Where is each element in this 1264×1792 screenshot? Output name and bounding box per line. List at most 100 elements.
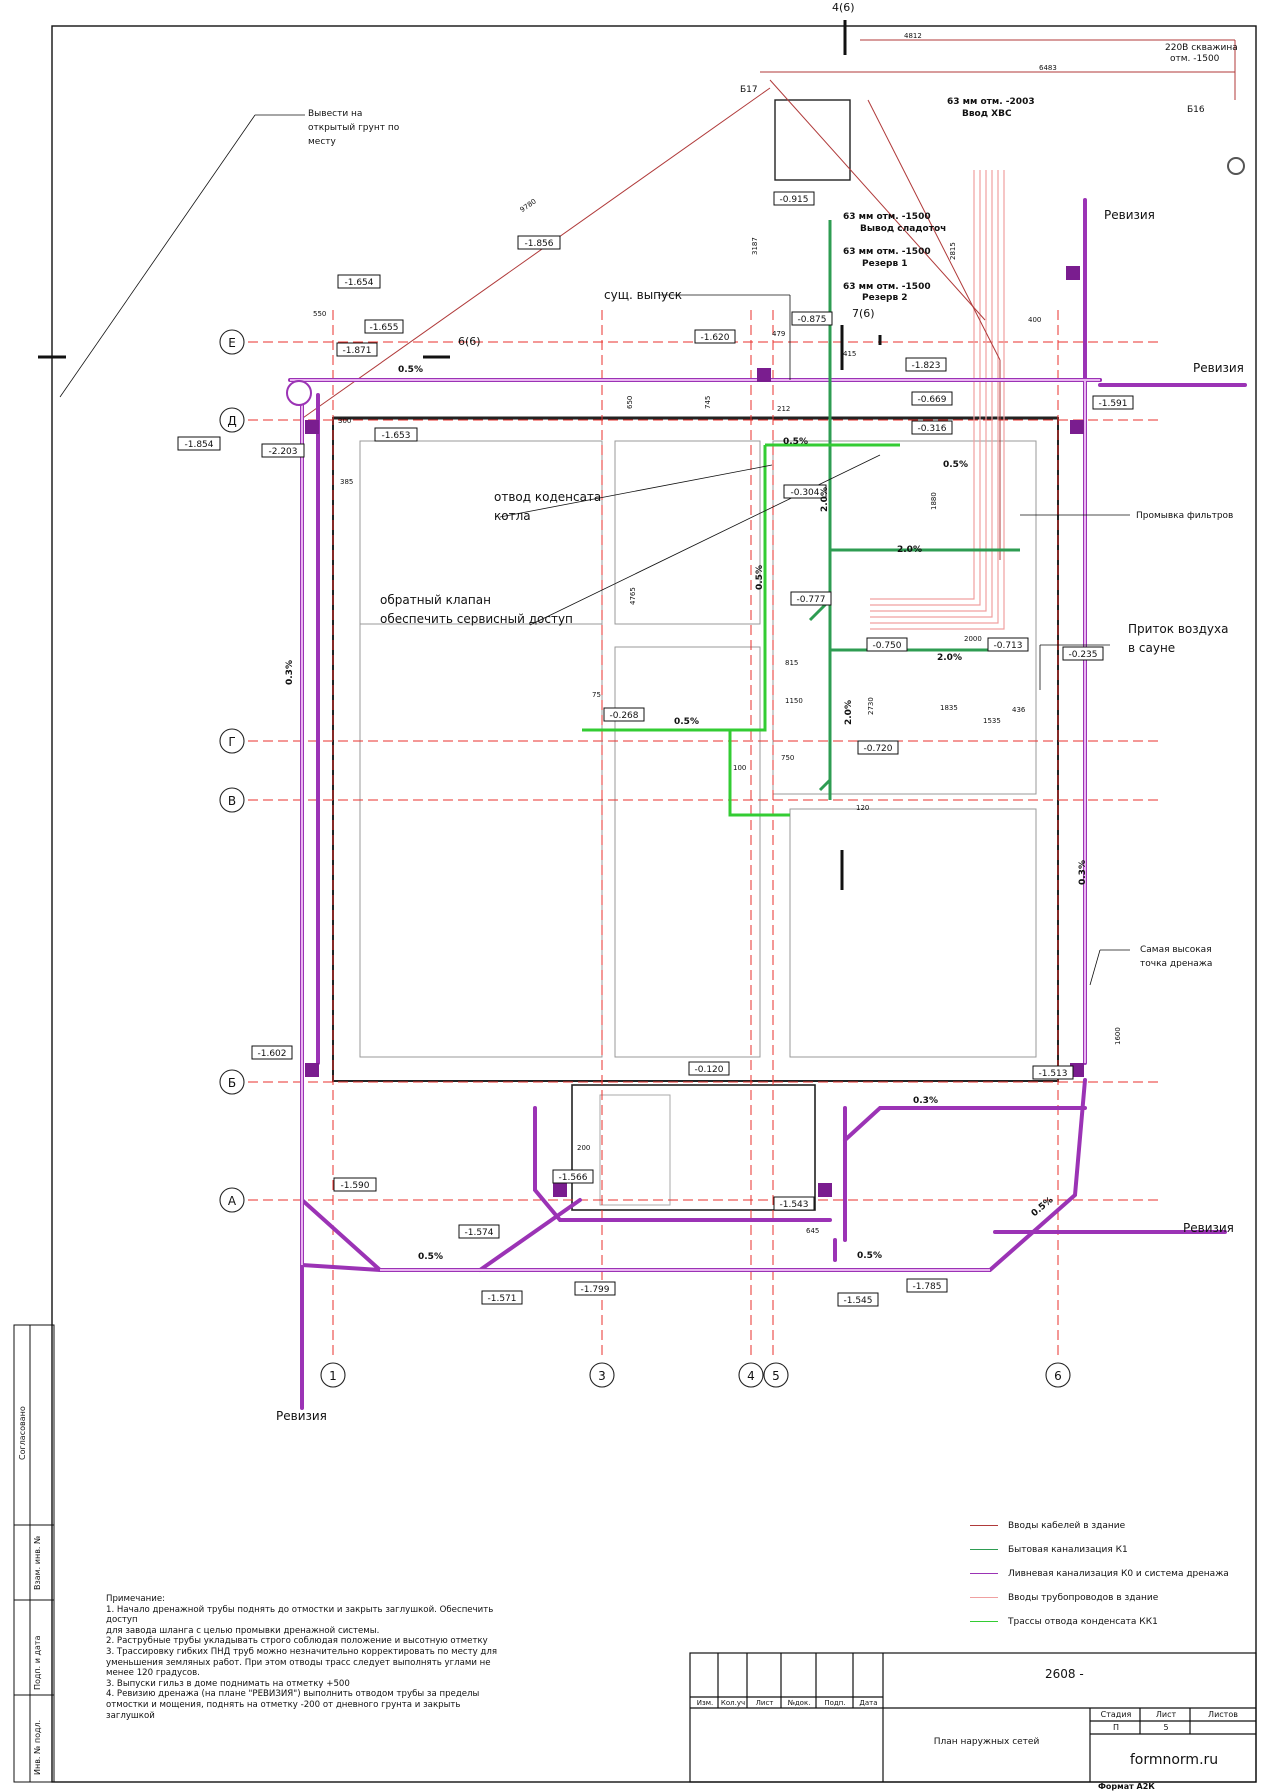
storm-drainage-k0-light — [290, 379, 1100, 1271]
svg-text:0.5%: 0.5% — [943, 460, 968, 470]
note-line: доступ — [106, 1615, 138, 1626]
note-line: менее 120 градусов. — [106, 1668, 200, 1679]
condensate-kk1 — [582, 443, 900, 817]
svg-text:75: 75 — [592, 691, 601, 699]
legend-label: Вводы кабелей в здание — [1008, 1521, 1126, 1531]
stage-header: Стадия — [1100, 1710, 1132, 1719]
svg-text:-1.545: -1.545 — [843, 1296, 872, 1306]
legend-swatch — [970, 1597, 998, 1598]
note-line: 1. Начало дренажной трубы поднять до отм… — [106, 1604, 494, 1615]
svg-text:-1.655: -1.655 — [369, 323, 398, 333]
svg-text:Ревизия: Ревизия — [1104, 208, 1155, 222]
svg-text:650: 650 — [626, 396, 634, 409]
section-marker-top: 4(6) — [832, 1, 855, 14]
svg-text:0.5%: 0.5% — [398, 365, 423, 375]
svg-text:Резерв 1: Резерв 1 — [862, 259, 908, 269]
svg-text:-1.854: -1.854 — [184, 440, 213, 450]
svg-text:1880: 1880 — [930, 492, 938, 510]
svg-text:-0.120: -0.120 — [694, 1065, 723, 1075]
svg-text:0.5%: 0.5% — [418, 1252, 443, 1262]
legend-item-pipes: Вводы трубопроводов в здание — [970, 1593, 1200, 1605]
svg-text:436: 436 — [1012, 706, 1026, 714]
project-code: 2608 - — [1045, 1667, 1084, 1681]
svg-text:0.3%: 0.3% — [913, 1096, 938, 1106]
note-line: Примечание: — [106, 1594, 166, 1604]
svg-text:550: 550 — [313, 310, 326, 318]
svg-text:1835: 1835 — [940, 704, 958, 712]
legend-item-cables: Вводы кабелей в здание — [970, 1521, 1200, 1533]
svg-text:Согласовано: Согласовано — [18, 1406, 27, 1460]
leader-lines — [59, 114, 1130, 986]
svg-text:0.3%: 0.3% — [1078, 860, 1088, 885]
note-line: уменьшения земляных работ. При этом отво… — [106, 1657, 491, 1668]
note-line: 3. Трассировку гибких ПНД труб можно нез… — [106, 1646, 498, 1657]
svg-text:отвод коденсата: отвод коденсата — [494, 490, 601, 504]
svg-text:5: 5 — [772, 1369, 780, 1383]
svg-text:750: 750 — [781, 754, 794, 762]
svg-text:-1.574: -1.574 — [464, 1228, 493, 1238]
svg-text:-1.856: -1.856 — [524, 239, 553, 249]
svg-text:745: 745 — [704, 396, 712, 409]
svg-text:1535: 1535 — [983, 717, 1001, 725]
svg-text:А: А — [228, 1194, 237, 1208]
svg-text:Вывести на: Вывести на — [308, 109, 362, 119]
col-change: Изм. — [696, 1699, 714, 1707]
legend-item-kk1: Трассы отвода конденсата КК1 — [970, 1617, 1200, 1629]
well-icon — [1227, 157, 1245, 175]
svg-text:400: 400 — [1028, 316, 1041, 324]
svg-text:1: 1 — [329, 1369, 337, 1383]
svg-text:0.5%: 0.5% — [783, 437, 808, 447]
svg-text:месту: месту — [308, 137, 337, 147]
svg-text:-0.777: -0.777 — [796, 595, 825, 605]
pipe-inlets-building — [870, 170, 1005, 630]
svg-text:120: 120 — [856, 804, 869, 812]
svg-text:200: 200 — [577, 1144, 590, 1152]
legend-label: Трассы отвода конденсата КК1 — [1008, 1617, 1158, 1627]
svg-text:0.5%: 0.5% — [857, 1251, 882, 1261]
annotations: Вывести на открытый грунт по месту 220В … — [276, 43, 1244, 1423]
svg-text:-2.203: -2.203 — [268, 447, 297, 457]
svg-text:Вывод сладоточ: Вывод сладоточ — [860, 224, 946, 234]
svg-text:Б17: Б17 — [740, 85, 758, 95]
svg-text:2000: 2000 — [964, 635, 982, 643]
svg-text:Д: Д — [227, 414, 236, 428]
svg-text:-1.620: -1.620 — [700, 333, 729, 343]
cable-inlets — [299, 39, 1236, 560]
svg-text:3: 3 — [598, 1369, 606, 1383]
svg-text:6483: 6483 — [1039, 64, 1057, 72]
svg-text:300: 300 — [338, 417, 351, 425]
svg-text:63 мм отм. -1500: 63 мм отм. -1500 — [843, 282, 931, 292]
axis-row-markers: Е Д Г В Б А — [219, 329, 245, 1213]
svg-text:415: 415 — [843, 350, 856, 358]
sheets-header: Листов — [1208, 1710, 1238, 1719]
svg-text:сущ. выпуск: сущ. выпуск — [604, 288, 682, 302]
svg-text:открытый грунт по: открытый грунт по — [308, 123, 400, 133]
svg-text:-1.823: -1.823 — [911, 361, 940, 371]
svg-text:1600: 1600 — [1114, 1027, 1122, 1045]
svg-text:Подп. и дата: Подп. и дата — [33, 1635, 42, 1690]
svg-text:4: 4 — [747, 1369, 755, 1383]
svg-text:Б: Б — [228, 1076, 236, 1090]
legend-swatch — [970, 1621, 998, 1622]
legend-swatch — [970, 1573, 998, 1574]
svg-text:В: В — [228, 794, 236, 808]
svg-text:-1.571: -1.571 — [487, 1294, 516, 1304]
svg-text:815: 815 — [785, 659, 798, 667]
note-line: 4. Ревизию дренажа (на плане "РЕВИЗИЯ") … — [106, 1689, 480, 1700]
svg-text:100: 100 — [733, 764, 746, 772]
svg-text:212: 212 — [777, 405, 790, 413]
svg-text:63 мм отм. -1500: 63 мм отм. -1500 — [843, 212, 931, 222]
svg-text:63 мм отм. -2003: 63 мм отм. -2003 — [947, 97, 1035, 107]
dimension-values: 4812 6483 9780 3187 2815 550 385 650 745… — [313, 32, 1122, 1235]
svg-text:-1.513: -1.513 — [1038, 1069, 1067, 1079]
svg-text:обратный клапан: обратный клапан — [380, 593, 491, 607]
svg-text:Ревизия: Ревизия — [1193, 361, 1244, 375]
legend-label: Бытовая канализация К1 — [1008, 1545, 1128, 1555]
svg-text:Инв. № подл.: Инв. № подл. — [33, 1720, 42, 1775]
legend-label: Ливневая канализация К0 и система дренаж… — [1008, 1569, 1229, 1579]
svg-text:63 мм отм. -1500: 63 мм отм. -1500 — [843, 247, 931, 257]
svg-text:1150: 1150 — [785, 697, 803, 705]
svg-text:-0.316: -0.316 — [917, 424, 946, 434]
sheet-format: Формат А2К — [1098, 1782, 1155, 1791]
